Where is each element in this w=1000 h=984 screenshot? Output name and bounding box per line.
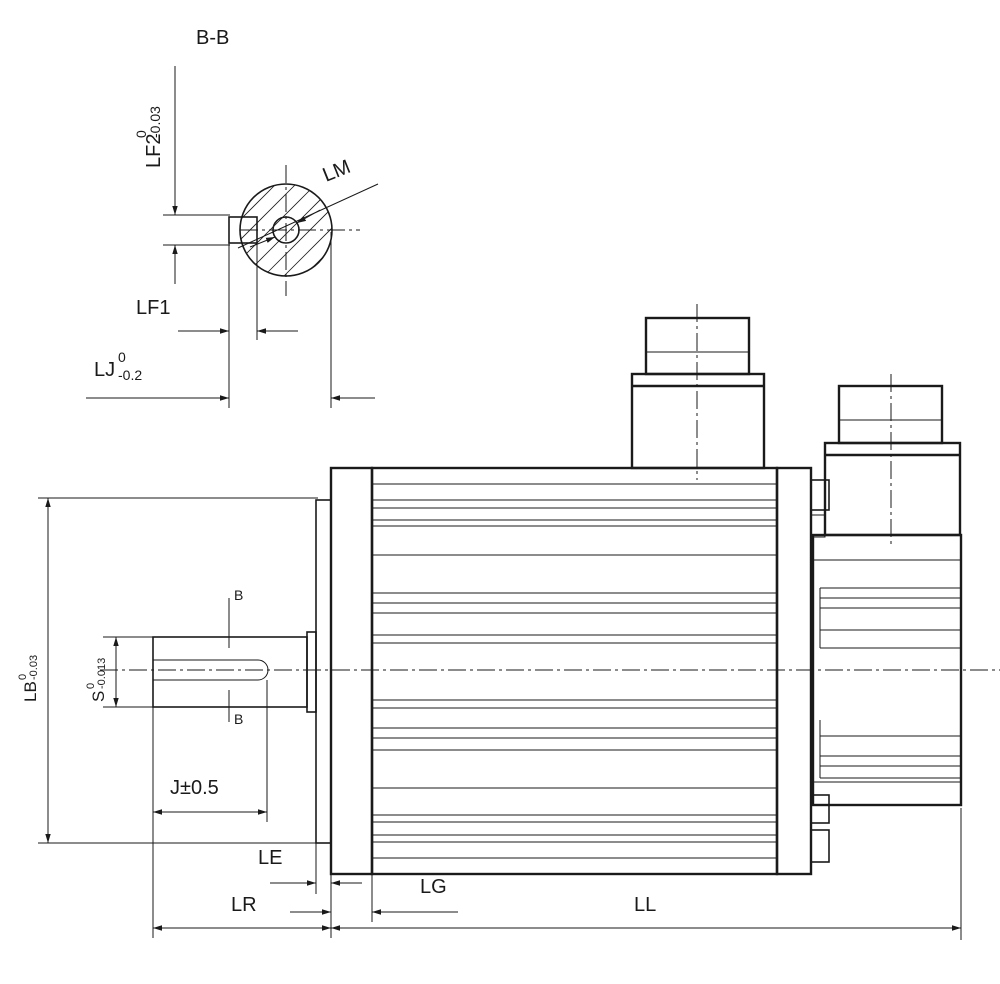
section-mark-top: B bbox=[234, 587, 243, 603]
s-tol-upper: 0 bbox=[85, 683, 97, 689]
s-label: S bbox=[89, 691, 108, 702]
rear-tab-top bbox=[810, 479, 830, 511]
lm-leader bbox=[237, 183, 379, 249]
lb-tol-lower: -0.03 bbox=[28, 655, 40, 680]
section-mark-bottom: B bbox=[234, 711, 243, 727]
lf2-label-group: LF2 0 -0.03 bbox=[133, 106, 165, 168]
lg-label: LG bbox=[420, 876, 447, 898]
lj-tol-upper: 0 bbox=[118, 349, 126, 365]
lf2-label: LF2 bbox=[143, 134, 165, 168]
lf1-label: LF1 bbox=[136, 297, 170, 319]
side-view: LB 0 -0.03 S 0 -0.013 B B J±0.5 bbox=[17, 304, 1000, 940]
body-fins bbox=[372, 483, 777, 859]
motor-body bbox=[370, 466, 779, 876]
s-label-group: S 0 -0.013 bbox=[85, 658, 108, 702]
shaft-shoulder bbox=[306, 631, 317, 713]
lm-label: LM bbox=[320, 156, 354, 187]
flange-pilot bbox=[315, 499, 332, 844]
rear-end-cap bbox=[775, 466, 813, 876]
ll-label: LL bbox=[634, 894, 656, 916]
lb-label: LB bbox=[21, 681, 40, 702]
s-tol-lower: -0.013 bbox=[96, 658, 108, 689]
lb-label-group: LB 0 -0.03 bbox=[17, 655, 40, 702]
lj-label: LJ bbox=[94, 359, 115, 381]
encoder-fins bbox=[813, 559, 961, 783]
le-label: LE bbox=[258, 847, 282, 869]
j-label: J±0.5 bbox=[170, 777, 219, 799]
encoder-connector bbox=[823, 374, 962, 548]
shaft bbox=[152, 636, 308, 708]
section-view: B-B LM LF2 0 -0.03 bbox=[86, 27, 379, 408]
power-connector bbox=[630, 304, 766, 480]
lr-label: LR bbox=[231, 894, 257, 916]
lf2-tol-upper: 0 bbox=[133, 130, 149, 138]
rear-tab-bottom bbox=[810, 794, 830, 824]
lf2-tol-lower: -0.03 bbox=[147, 106, 163, 138]
section-title: B-B bbox=[196, 27, 229, 49]
lj-tol-lower: -0.2 bbox=[118, 367, 142, 383]
lb-tol-upper: 0 bbox=[17, 674, 29, 680]
front-flange bbox=[329, 466, 374, 876]
